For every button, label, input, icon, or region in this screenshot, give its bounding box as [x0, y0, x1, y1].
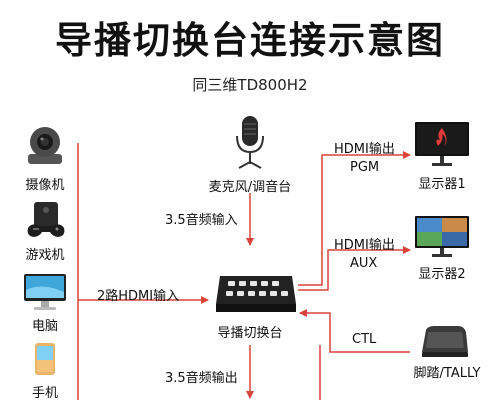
phone-label: 手机: [31, 386, 59, 401]
game-console-label: 游戏机: [25, 248, 65, 263]
monitor-2-icon: [414, 214, 470, 258]
diagram-subtitle: 同三维TD800H2: [192, 76, 308, 94]
pedal-icon: [418, 322, 472, 360]
monitor-2-label: 显示器2: [418, 267, 466, 282]
ctl-label: CTL: [352, 332, 377, 347]
hdmi-input-label: 2路HDMI输入: [97, 289, 180, 304]
phone-icon: [33, 342, 57, 376]
aux-output-line: [298, 246, 411, 291]
camera-label: 摄像机: [25, 178, 65, 193]
monitor-1-label: 显示器1: [418, 177, 466, 192]
pedal-label: 脚踏/TALLY: [413, 366, 481, 381]
pgm-output-label: HDMI输出: [334, 142, 395, 157]
diagram-title: 导播切换台连接示意图: [55, 19, 445, 62]
monitor-1-icon: [414, 120, 470, 168]
aux-output-label: HDMI输出: [334, 238, 395, 253]
switcher-label: 导播切换台: [217, 326, 283, 341]
microphone-label: 麦克风/调音台: [208, 180, 292, 195]
computer-icon: [22, 272, 68, 312]
pgm-label: PGM: [350, 160, 380, 175]
game-console-icon: [24, 200, 68, 240]
microphone-icon: [231, 114, 269, 170]
camera-icon: [20, 122, 70, 166]
aux-label: AUX: [350, 256, 378, 271]
ctl-line: [299, 309, 410, 353]
audio-input-label: 3.5音频输入: [165, 213, 238, 228]
computer-label: 电脑: [31, 319, 59, 334]
audio-output-label: 3.5音频输出: [165, 371, 238, 386]
pgm-output-line: [298, 151, 411, 286]
switcher-icon: [212, 272, 298, 316]
